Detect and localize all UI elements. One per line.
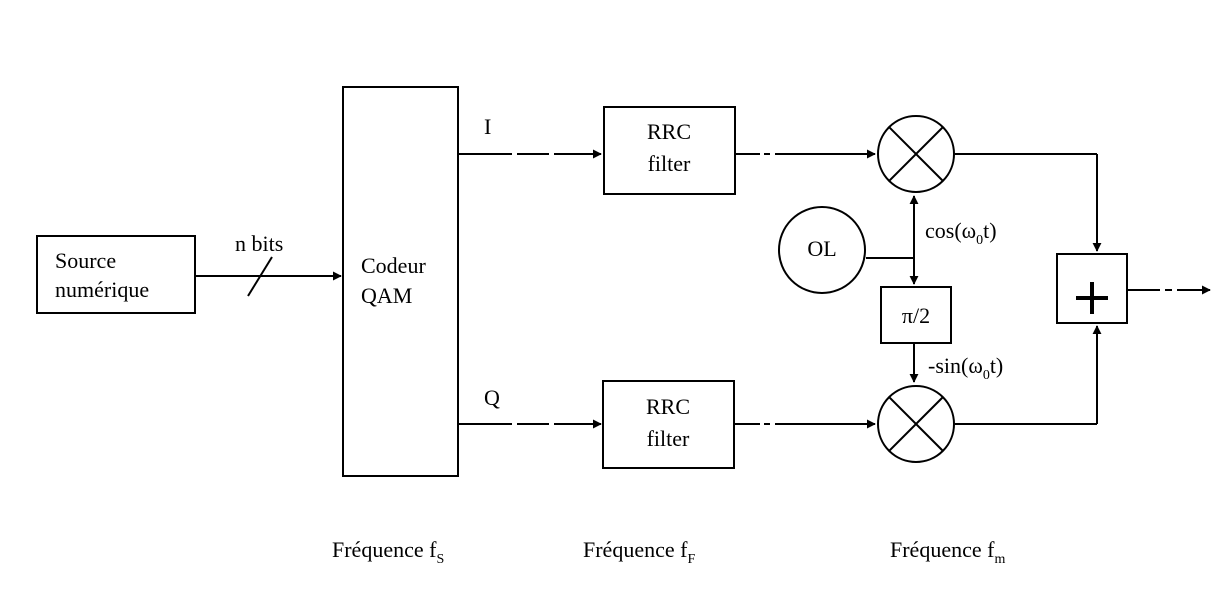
q-branch-connection: Q <box>459 385 602 429</box>
source-label-line1: Source <box>55 248 116 273</box>
q-label: Q <box>484 385 500 410</box>
source-label-line2: numérique <box>55 277 149 302</box>
mixer-top-to-summer-connection <box>955 153 1102 252</box>
rrc-filter-bottom: RRC filter <box>602 380 735 469</box>
rrc-top-label-line2: filter <box>648 151 691 176</box>
rrc-top-label-line1: RRC <box>647 119 691 144</box>
mixer-bottom <box>877 385 955 463</box>
source-block: Source numérique <box>36 235 196 314</box>
nbits-connection: n bits <box>196 231 342 297</box>
rrc-bottom-label-line1: RRC <box>646 394 690 419</box>
nbits-label: n bits <box>235 231 283 256</box>
rrc-filter-top: RRC filter <box>603 106 736 195</box>
frequency-label-modulation: Fréquence fm <box>890 537 1005 567</box>
phase-shifter-label: π/2 <box>902 303 930 328</box>
i-branch-connection: I <box>459 114 602 159</box>
frequency-label-filter: Fréquence fF <box>583 537 695 567</box>
cos-carrier-label: cos(ω0t) <box>925 218 997 248</box>
oscillator-label: OL <box>807 236 836 261</box>
sin-carrier-label: -sin(ω0t) <box>928 353 1003 383</box>
rrc-bottom-label-line2: filter <box>647 426 690 451</box>
coder-label-line1: Codeur <box>361 253 426 278</box>
phase-shifter-block: π/2 <box>880 286 952 344</box>
mixer-top <box>877 115 955 193</box>
mixer-bottom-to-summer-connection <box>955 325 1102 425</box>
frequency-label-source: Fréquence fS <box>332 537 444 567</box>
coder-label-line2: QAM <box>361 283 412 308</box>
qam-coder-block: Codeur QAM <box>342 86 459 477</box>
local-oscillator: OL <box>778 206 866 294</box>
oscillator-connection <box>866 195 919 285</box>
i-label: I <box>484 114 491 139</box>
summer-block <box>1056 253 1128 324</box>
